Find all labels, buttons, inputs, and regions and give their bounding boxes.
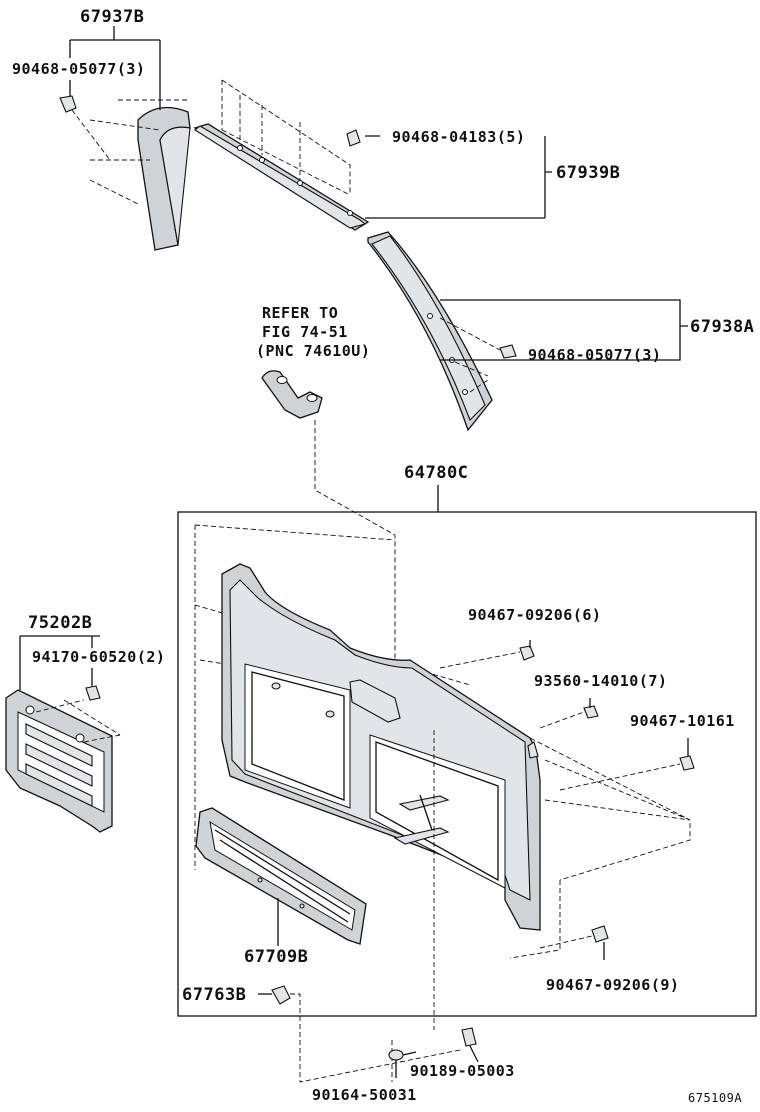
label-refer-pnc: (PNC 74610U)	[256, 342, 370, 360]
clip-90468-05077-left	[59, 95, 77, 113]
part-90189-05003-clip	[461, 1027, 477, 1047]
label-90467-10161: 90467-10161	[630, 712, 735, 730]
clip-94170-60520	[85, 685, 101, 701]
label-93560-14010: 93560-14010(7)	[534, 672, 667, 690]
label-67937B: 67937B	[80, 7, 144, 27]
label-refer-fig: FIG 74-51	[262, 323, 348, 341]
label-67938A: 67938A	[690, 317, 754, 337]
label-90164-50031: 90164-50031	[312, 1086, 417, 1104]
label-94170-60520: 94170-60520(2)	[32, 648, 165, 666]
part-75202B-side-cover	[5, 689, 113, 833]
clip-90468-05077-right	[499, 344, 517, 359]
label-90468-04183: 90468-04183(5)	[392, 128, 525, 146]
part-67939B-roof-header-trim	[193, 123, 370, 231]
label-90189-05003: 90189-05003	[410, 1062, 515, 1080]
leader-67937B	[69, 26, 161, 110]
label-refer-to: REFER TO	[262, 304, 338, 322]
assist-grip-handle	[261, 370, 323, 419]
label-75202B: 75202B	[28, 613, 92, 633]
clip-90468-04183	[346, 129, 361, 147]
part-67763B-clip	[271, 985, 291, 1005]
label-90468-05077-left: 90468-05077(3)	[12, 60, 145, 78]
label-90467-09206-bottom: 90467-09206(9)	[546, 976, 679, 994]
label-figure-id: 675109A	[688, 1091, 742, 1105]
assembly-box-64780C	[177, 511, 757, 1017]
clip-93560-14010	[583, 705, 599, 719]
leader-67938A	[440, 299, 688, 361]
clip-90467-09206-top	[519, 645, 535, 661]
label-67763B: 67763B	[182, 985, 246, 1005]
label-67939B: 67939B	[556, 163, 620, 183]
part-67938A-right-pillar-trim	[367, 231, 493, 432]
label-90467-09206-top: 90467-09206(6)	[468, 606, 601, 624]
part-67709B-lower-tray	[195, 807, 367, 945]
leader-75202B	[19, 635, 100, 690]
label-64780C: 64780C	[404, 463, 468, 483]
clip-90467-10161	[679, 755, 695, 771]
label-67709B: 67709B	[244, 947, 308, 967]
leader-67939B	[365, 135, 552, 219]
part-64780C-back-door-trim-panel	[221, 563, 541, 931]
part-67937B-left-pillar-trim	[137, 106, 191, 251]
label-90468-05077-right: 90468-05077(3)	[528, 346, 661, 364]
clip-90467-09206-bottom	[591, 925, 609, 943]
part-90164-50031-screw	[388, 1049, 417, 1061]
